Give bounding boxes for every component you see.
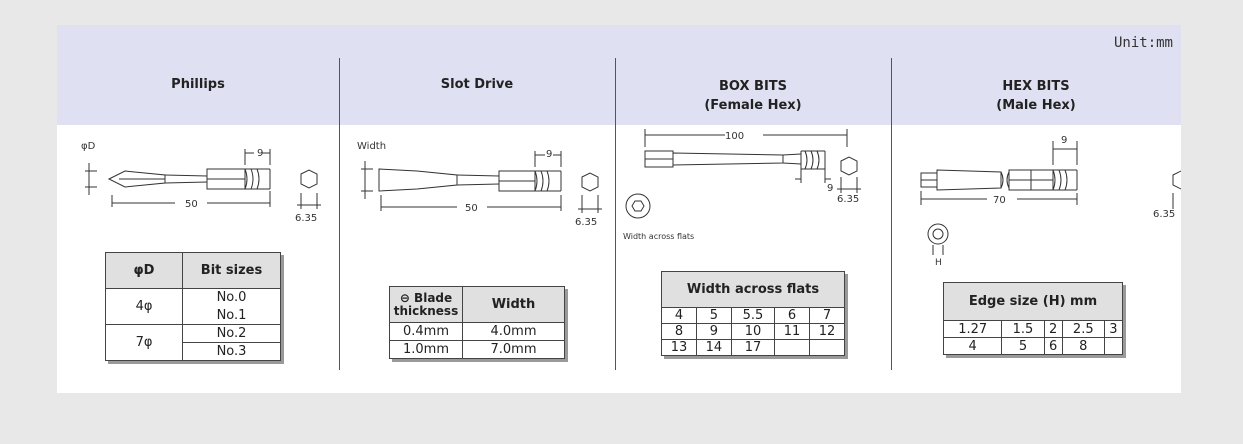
phillips-cell-size: No.1	[182, 306, 281, 325]
slot-title: Slot Drive	[440, 77, 514, 92]
box-cell	[808, 339, 846, 356]
spec-sheet: Unit:mm Phillips Slot Drive BOX BITS (Fe…	[57, 25, 1181, 393]
box-cell: 4	[661, 307, 697, 324]
phillips-header-sizes: Bit sizes	[182, 252, 281, 289]
phillips-bit-drawing: φD 9 50 6.35	[81, 141, 321, 224]
hex-h-label: H	[935, 258, 942, 265]
box-cell: 10	[730, 323, 776, 340]
box-dim-100: 100	[725, 131, 744, 142]
panel-slot: Width 9 50 6.35 ⊖ Blade thickness Width …	[339, 125, 615, 393]
hex-cell: 4	[942, 337, 1003, 355]
box-title: BOX BITS	[718, 79, 788, 94]
phillips-cell-d-0: 4φ	[105, 288, 183, 325]
hex-title: HEX BITS	[1002, 79, 1070, 94]
column-title-phillips: Phillips	[57, 75, 339, 94]
slot-dim-50: 50	[465, 203, 478, 214]
phillips-cell-d-1: 7φ	[105, 324, 183, 361]
hex-dim-635: 6.35	[1153, 209, 1175, 220]
box-cell: 12	[808, 323, 846, 340]
hex-bit-drawing: 9 70 6.35 H	[920, 135, 1181, 265]
phillips-cell-size: No.2	[182, 324, 281, 343]
slot-cell: 4.0mm	[462, 322, 565, 341]
column-title-box: BOX BITS (Female Hex)	[615, 77, 891, 115]
panel-box: 100 9 6.35 Width across flats Width acro…	[615, 125, 891, 393]
hex-subtitle: (Male Hex)	[996, 98, 1076, 113]
box-cell: 8	[661, 323, 697, 340]
box-bit-drawing: 100 9 6.35 Width across flats	[623, 129, 861, 241]
box-cell: 9	[695, 323, 732, 340]
divider-3	[891, 58, 892, 370]
hex-cell: 6	[1043, 337, 1063, 355]
box-cell: 5.5	[730, 307, 776, 324]
box-cell: 11	[774, 323, 810, 340]
slot-dim-9: 9	[546, 149, 552, 160]
divider-1	[339, 58, 340, 370]
box-cell: 7	[808, 307, 846, 324]
panel-phillips: φD 9 50 6.35 φD Bit sizes 4φ No.0 No.1 7…	[57, 125, 339, 393]
slot-dim-635: 6.35	[575, 217, 597, 228]
box-cell: 13	[661, 339, 697, 356]
panel-hex: 9 70 6.35 H Edge size (H) mm 1.27 1.5 2 …	[891, 125, 1181, 393]
phillips-table: φD Bit sizes 4φ No.0 No.1 7φ No.2 No.3	[105, 252, 281, 361]
hex-cell: 3	[1103, 320, 1124, 338]
box-cell: 17	[730, 339, 776, 356]
hex-table: Edge size (H) mm 1.27 1.5 2 2.5 3 4 5 6 …	[942, 282, 1124, 355]
phillips-dim-635: 6.35	[295, 213, 317, 224]
box-caption: Width across flats	[623, 232, 694, 241]
slot-header-width: Width	[462, 286, 565, 323]
slot-header-thickness: ⊖ Blade thickness	[389, 286, 463, 323]
slot-cell: 1.0mm	[389, 340, 463, 359]
hex-cell: 8	[1061, 337, 1105, 355]
column-title-hex: HEX BITS (Male Hex)	[891, 77, 1181, 115]
slot-width-label: Width	[357, 141, 386, 152]
slot-cell: 7.0mm	[462, 340, 565, 359]
hex-cell: 1.27	[942, 320, 1003, 338]
hex-cell	[1103, 337, 1124, 355]
divider-2	[615, 58, 616, 370]
phillips-dim-50: 50	[185, 199, 198, 210]
column-title-slot: Slot Drive	[339, 75, 615, 94]
hex-cell: 2	[1043, 320, 1063, 338]
box-cell	[774, 339, 810, 356]
hex-cell: 2.5	[1061, 320, 1105, 338]
hex-header: Edge size (H) mm	[943, 282, 1123, 321]
box-table: Width across flats 4 5 5.5 6 7 8 9 10 11…	[661, 271, 846, 356]
hex-cell: 1.5	[1001, 320, 1045, 338]
header-band: Unit:mm Phillips Slot Drive BOX BITS (Fe…	[57, 25, 1181, 125]
phillips-title: Phillips	[171, 77, 225, 92]
hex-cell: 5	[1001, 337, 1045, 355]
phillips-dia-label: φD	[81, 141, 96, 152]
box-subtitle: (Female Hex)	[704, 98, 802, 113]
phillips-cell-size: No.0	[182, 288, 281, 307]
phillips-cell-size: No.3	[182, 342, 281, 361]
phillips-dim-9: 9	[257, 148, 263, 159]
box-dim-9: 9	[827, 183, 833, 194]
slot-bit-drawing: Width 9 50 6.35	[357, 141, 602, 228]
hex-dim-70: 70	[993, 195, 1006, 206]
slot-cell: 0.4mm	[389, 322, 463, 341]
phillips-header-d: φD	[105, 252, 183, 289]
box-cell: 6	[774, 307, 810, 324]
box-header: Width across flats	[661, 271, 845, 308]
box-cell: 5	[695, 307, 732, 324]
box-cell: 14	[695, 339, 732, 356]
box-dim-635: 6.35	[837, 194, 859, 205]
hex-dim-9: 9	[1061, 135, 1067, 146]
unit-label: Unit:mm	[1113, 35, 1173, 51]
slot-table: ⊖ Blade thickness Width 0.4mm 4.0mm 1.0m…	[389, 286, 565, 359]
